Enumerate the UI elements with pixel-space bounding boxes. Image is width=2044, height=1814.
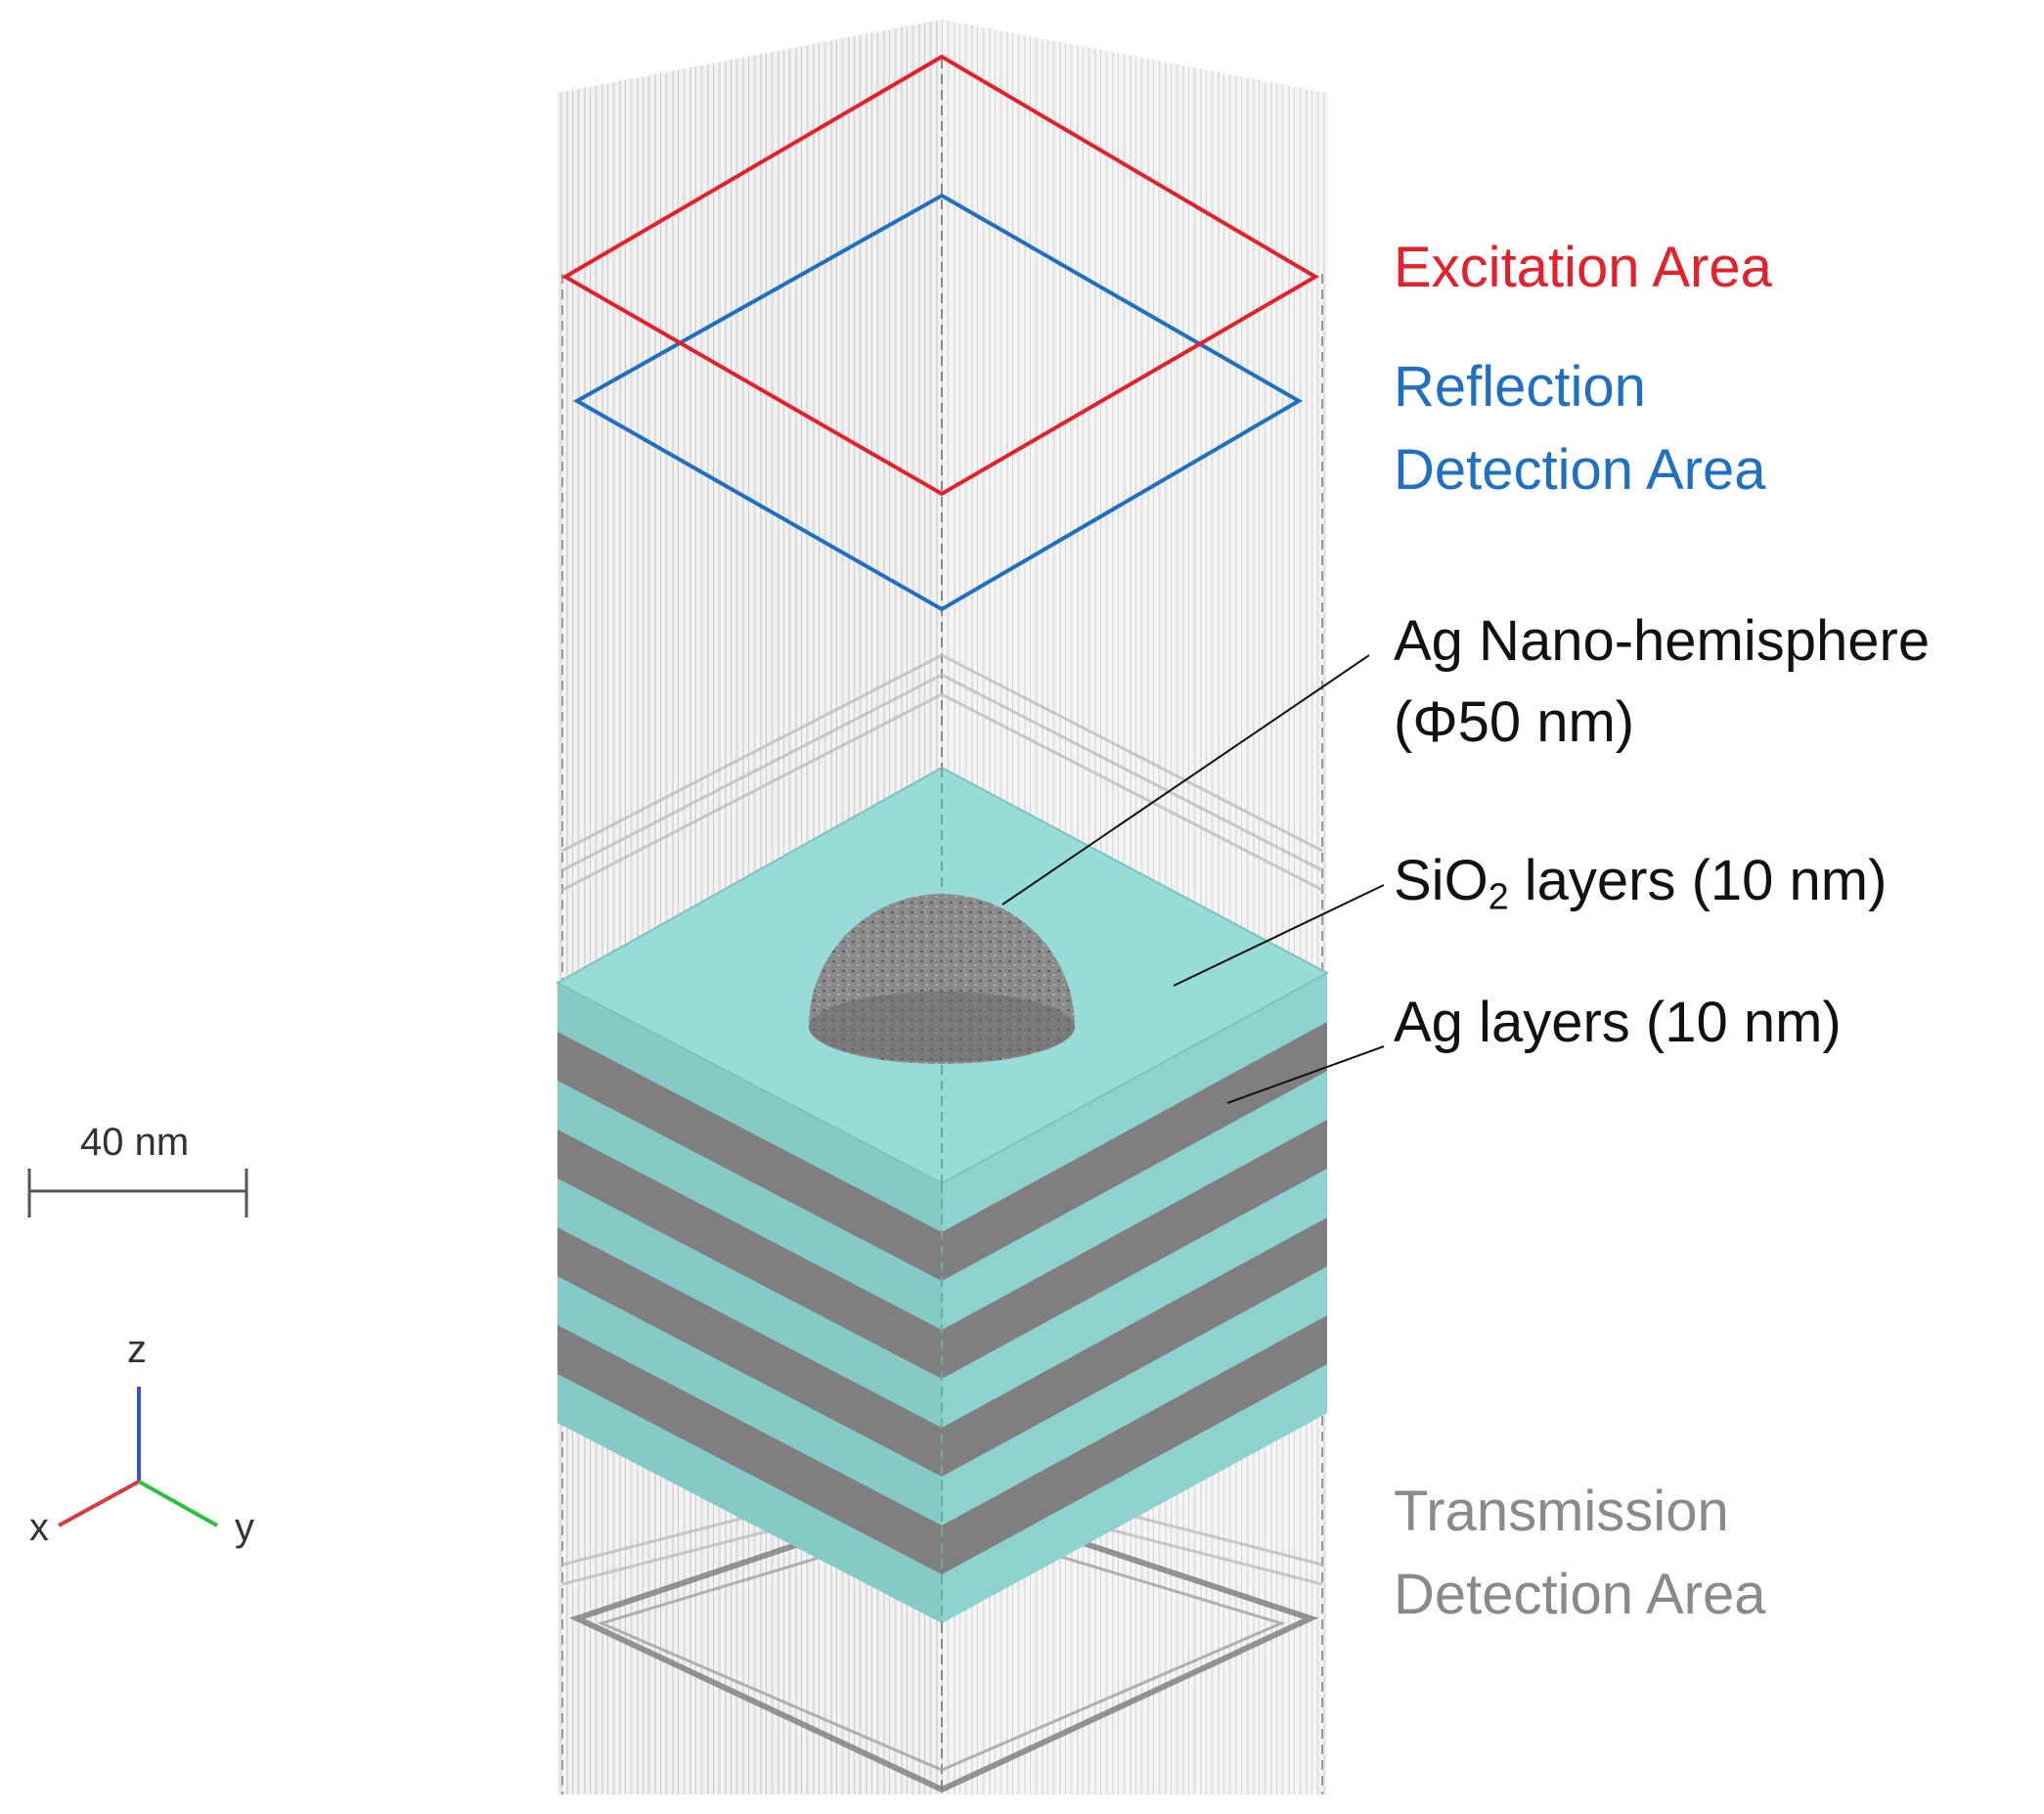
label-excitation-area: Excitation Area	[1394, 236, 1772, 299]
axis-label-y: y	[235, 1506, 254, 1549]
label-reflection-line2: Detection Area	[1394, 438, 1766, 502]
label-transmission-line1: Transmission	[1394, 1480, 1729, 1543]
transmission-detection-area	[568, 1492, 1319, 1793]
ag-layer-bands	[557, 1022, 1327, 1574]
axis-label-z: z	[127, 1328, 147, 1371]
transmission-detection-area-inner	[597, 1519, 1286, 1772]
label-hemisphere-line2: (Φ50 nm)	[1394, 690, 1635, 754]
scale-bar	[27, 1169, 248, 1217]
leader-sio2	[1173, 884, 1385, 987]
axis-label-x: x	[29, 1506, 49, 1549]
label-transmission-line2: Detection Area	[1394, 1563, 1766, 1626]
y-axis-line	[138, 1480, 218, 1527]
leader-hemisphere	[1001, 654, 1370, 906]
ag-nano-hemisphere	[809, 894, 1075, 1064]
label-reflection-line1: Reflection	[1394, 355, 1646, 419]
stack-right-face	[942, 973, 1327, 1623]
label-sio2-suffix: layers (10 nm)	[1508, 849, 1888, 912]
label-sio2-subscript: 2	[1488, 875, 1509, 917]
label-sio2-text: SiO	[1394, 849, 1489, 912]
x-axis-line	[58, 1480, 140, 1527]
leader-ag	[1226, 1045, 1385, 1104]
label-ag-layers: Ag layers (10 nm)	[1394, 991, 1842, 1054]
stack-left-face	[557, 983, 942, 1623]
reflection-detection-area	[572, 193, 1303, 612]
scale-bar-label: 40 nm	[80, 1121, 190, 1164]
label-sio2-layers: SiO2 layers (10 nm)	[1394, 853, 1887, 915]
label-hemisphere-line1: Ag Nano-hemisphere	[1394, 609, 1931, 673]
excitation-area	[561, 54, 1319, 497]
axis-triad	[58, 1387, 218, 1527]
